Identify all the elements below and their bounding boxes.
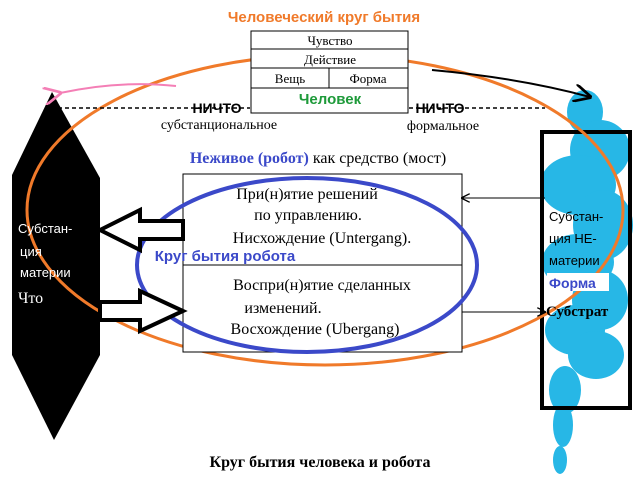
top-box-line-1: При(н)ятие решений [236,186,378,203]
left-nothing-label: НИЧТО [192,100,241,116]
diagram-title: Человеческий круг бытия [228,9,420,26]
table-row-feeling: Чувство [307,33,352,48]
robot-box [182,173,463,353]
left-shape-line-4: Что [18,290,43,307]
non-matter-frame [540,130,632,410]
left-shape-line-1: Субстан- [18,221,72,236]
left-shape-line-3: материи [20,265,71,280]
non-matter-cloud [540,90,633,474]
descent-block-arrow [95,206,185,254]
bottom-box-line-2: изменений. [244,300,321,317]
robot-circle-ellipse [135,176,479,354]
diagram-caption: Круг бытия человека и робота [210,454,431,471]
pink-arrow [60,83,177,93]
table-row-action: Действие [304,52,356,67]
right-nothing-sub: формальное [407,119,479,134]
robot-heading: Неживое (робот) как средство (мост) [190,150,446,167]
bottom-box-line-1: Воспри(н)ятие сделанных [233,277,411,294]
right-shape-line-4: Форма [549,275,596,291]
right-nothing-label: НИЧТО [415,100,464,116]
robot-circle-label: Круг бытия робота [155,248,296,265]
bottom-box-line-3: Восхождение (Ubergang) [231,321,400,338]
right-shape-line-3: материи [549,253,600,268]
robot-heading-rest: как средство (мост) [309,150,446,167]
ascent-block-arrow [98,287,188,335]
table-row-human: Человек [299,91,362,108]
left-nothing-sub: субстанциональное [161,118,277,133]
robot-heading-bold: Неживое (робот) [190,150,309,167]
right-shape-line-5: Субстрат [546,304,609,320]
right-shape-line-1: Субстан- [549,209,603,224]
right-shape-line-2: ция НЕ- [549,231,597,246]
top-box-line-2: по управлению. [254,207,362,224]
table-cell-form: Форма [350,71,387,86]
table-cell-thing: Вещь [275,71,305,86]
top-right-arrow [431,69,590,97]
right-shape-form-highlight [547,273,609,291]
left-shape-line-2: ция [20,244,42,259]
top-box-line-3: Нисхождение (Untergang). [233,230,411,247]
human-table [250,30,409,114]
